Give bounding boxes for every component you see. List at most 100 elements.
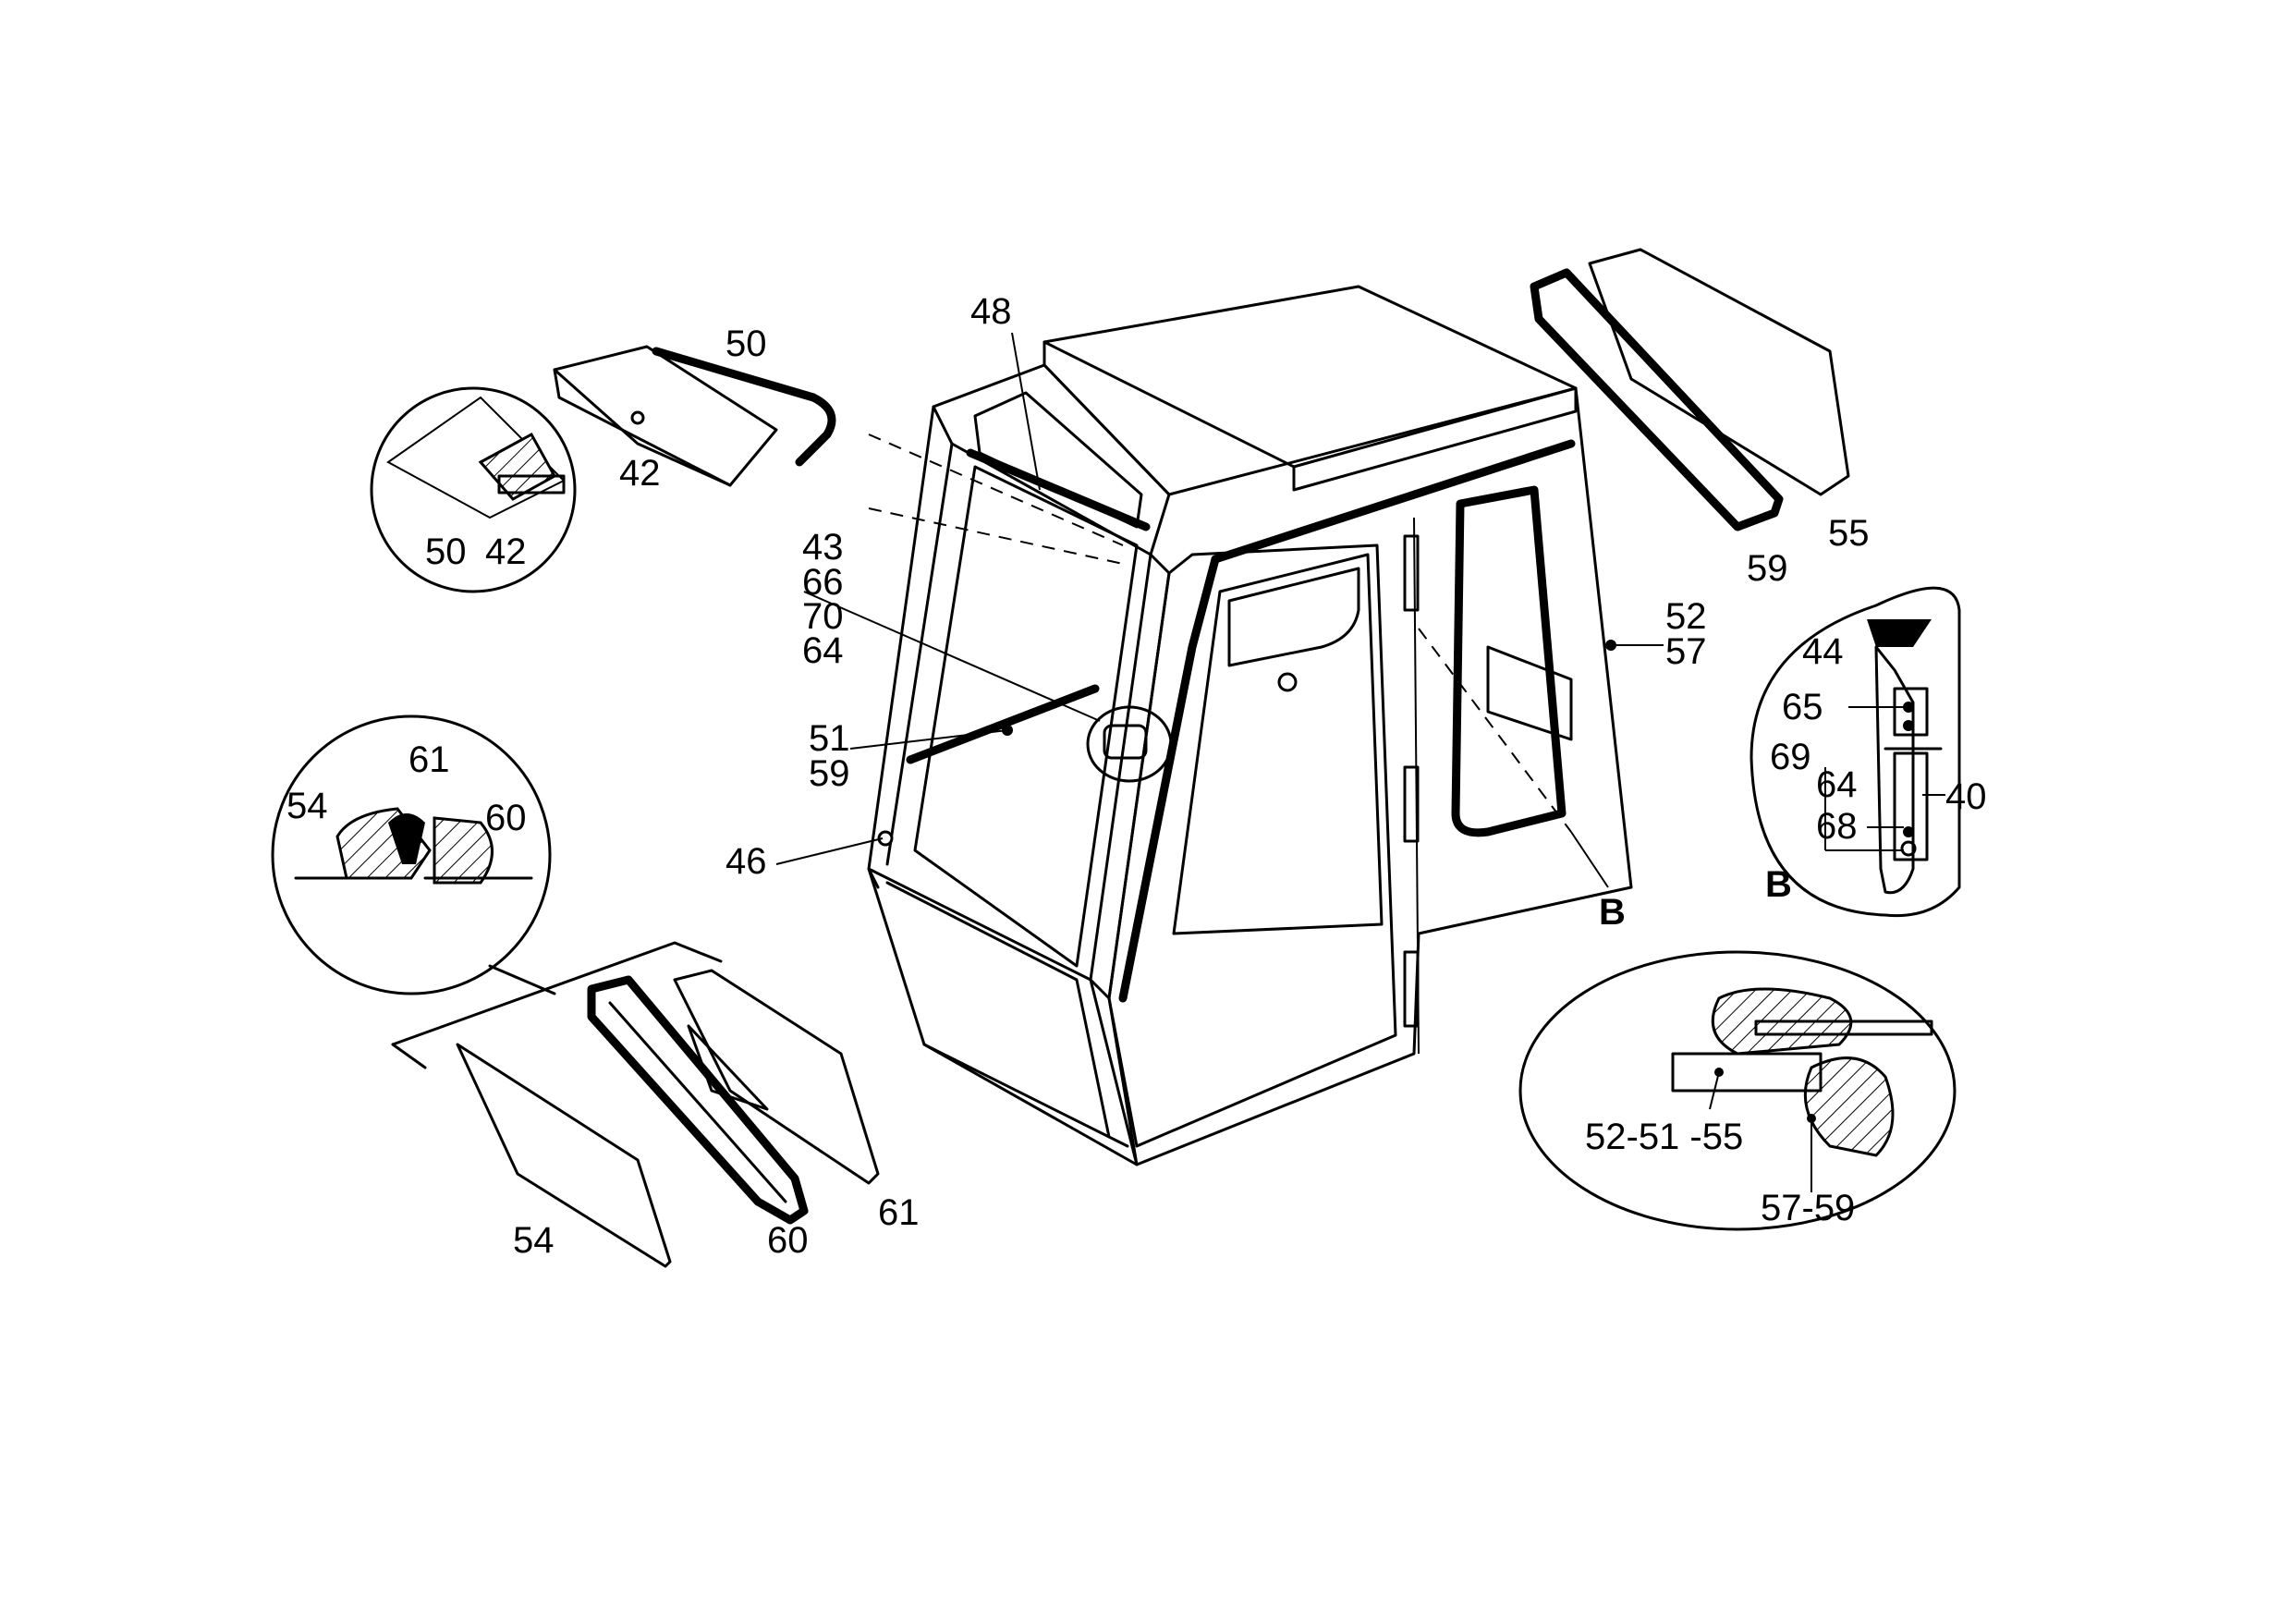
cab-body	[867, 285, 1633, 1166]
roof-front-edge	[1042, 340, 1171, 496]
detail-b-dot-64	[1903, 720, 1914, 731]
assembly-bracket-end	[391, 1043, 427, 1069]
side-window-assembly	[1530, 248, 1850, 531]
label-b-detail: B	[1765, 864, 1792, 905]
front-top-seal-strip	[966, 448, 1151, 531]
interior-box	[1486, 645, 1573, 741]
roof-dashed-1	[868, 433, 1124, 546]
label-66: 66	[802, 562, 844, 603]
side-glass-55	[1588, 248, 1850, 496]
detail-b-dot-68	[1903, 826, 1914, 837]
label-44: 44	[1802, 631, 1844, 672]
detail-roof-rail	[497, 474, 566, 495]
lower-frame-61	[673, 969, 880, 1185]
door-upper-opening	[1227, 567, 1360, 667]
section-detail-circle	[1518, 950, 1957, 1231]
label-52: 52	[1665, 596, 1707, 637]
front-pillar-seal	[1118, 555, 1220, 1003]
front-lower-inner	[885, 881, 1111, 1139]
label-69: 69	[1770, 737, 1811, 777]
detail-b-profile	[1874, 645, 1915, 895]
section-lower-profile	[1803, 1056, 1895, 1157]
dot-52	[1605, 640, 1616, 651]
label-54-detail: 54	[286, 786, 328, 826]
detail-b-clip	[1867, 619, 1932, 647]
label-64-b: 64	[1816, 764, 1858, 805]
front-left-pillar	[867, 405, 935, 889]
label-42-detail: 42	[485, 531, 527, 572]
label-61: 61	[878, 1192, 920, 1233]
door-lock	[1277, 672, 1298, 692]
label-46: 46	[725, 841, 767, 882]
top-seal-strip	[1211, 439, 1576, 564]
side-body-outline	[1107, 386, 1633, 1166]
roof-edge	[1292, 386, 1578, 492]
lower-frame-cutout	[687, 1024, 769, 1111]
front-top-frame	[932, 363, 1171, 556]
section-glass	[1754, 1020, 1933, 1036]
leader-b	[1570, 831, 1609, 888]
leader-lines	[775, 332, 1945, 1192]
leader-48	[1011, 332, 1041, 491]
roof-glass-42	[553, 345, 778, 487]
leader-51	[849, 729, 1008, 750]
part-labels: 48 50 42 50 42 43 66 70 64 51 59 46 61 5…	[286, 291, 1987, 1261]
label-68: 68	[1816, 806, 1858, 847]
roof-panel	[1042, 285, 1578, 469]
front-right-pillar	[1089, 553, 1171, 1000]
side-rear-window-seal	[1451, 485, 1567, 837]
label-43: 43	[802, 527, 844, 568]
label-57: 57	[1665, 631, 1707, 672]
label-57-59: 57-59	[1761, 1188, 1855, 1228]
label-54: 54	[513, 1220, 555, 1261]
lower-seal-inner	[608, 1001, 787, 1203]
lower-window-assembly	[271, 714, 880, 1268]
detail-circle-lower	[271, 714, 552, 995]
label-51: 51	[809, 718, 850, 759]
detail-b-dot-68b	[1900, 840, 1917, 857]
detail-b-outline	[1749, 586, 1961, 918]
label-50: 50	[725, 324, 767, 364]
label-59: 59	[809, 753, 850, 794]
hinge-2	[1403, 765, 1420, 843]
label-64: 64	[802, 630, 844, 671]
door-window	[1172, 553, 1384, 935]
label-70: 70	[802, 596, 844, 637]
section-bracket	[1671, 1052, 1823, 1093]
front-top-window	[973, 391, 1143, 529]
lower-glass-54	[456, 1043, 672, 1268]
label-50-detail: 50	[425, 531, 467, 572]
label-55: 55	[1828, 513, 1870, 554]
roof-window-assembly	[370, 345, 836, 593]
detail-circle-roof	[370, 386, 577, 593]
door	[1107, 543, 1397, 1148]
roof-glass-edge	[553, 368, 732, 487]
section-detail	[1518, 950, 1957, 1231]
label-40: 40	[1945, 776, 1987, 817]
label-61-detail: 61	[408, 739, 450, 780]
roof-glass-hole	[630, 410, 645, 425]
label-48: 48	[970, 291, 1012, 332]
label-59-side: 59	[1747, 548, 1788, 589]
detail-lower-frame-right	[433, 816, 494, 885]
label-52-51-55: 52-51 -55	[1585, 1117, 1743, 1157]
leader-46	[775, 837, 884, 865]
side-seal-59	[1530, 268, 1784, 531]
front-lower-trim	[922, 1043, 1129, 1148]
pillar-clip	[1103, 724, 1148, 760]
detail-lower-seal-61	[388, 813, 425, 864]
hinge-3	[1403, 950, 1420, 1028]
windshield-seal-strip	[906, 684, 1100, 764]
label-60: 60	[767, 1220, 809, 1261]
hinge-1	[1403, 534, 1420, 612]
front-left-pillar-inner	[885, 442, 954, 866]
label-60-detail: 60	[485, 798, 527, 838]
label-b: B	[1599, 892, 1626, 933]
leader-66	[803, 591, 1101, 722]
leader-525155	[1709, 1071, 1720, 1110]
assembly-link-line	[488, 964, 556, 995]
front-windshield	[913, 465, 1139, 968]
detail-roof-seal	[478, 432, 557, 501]
